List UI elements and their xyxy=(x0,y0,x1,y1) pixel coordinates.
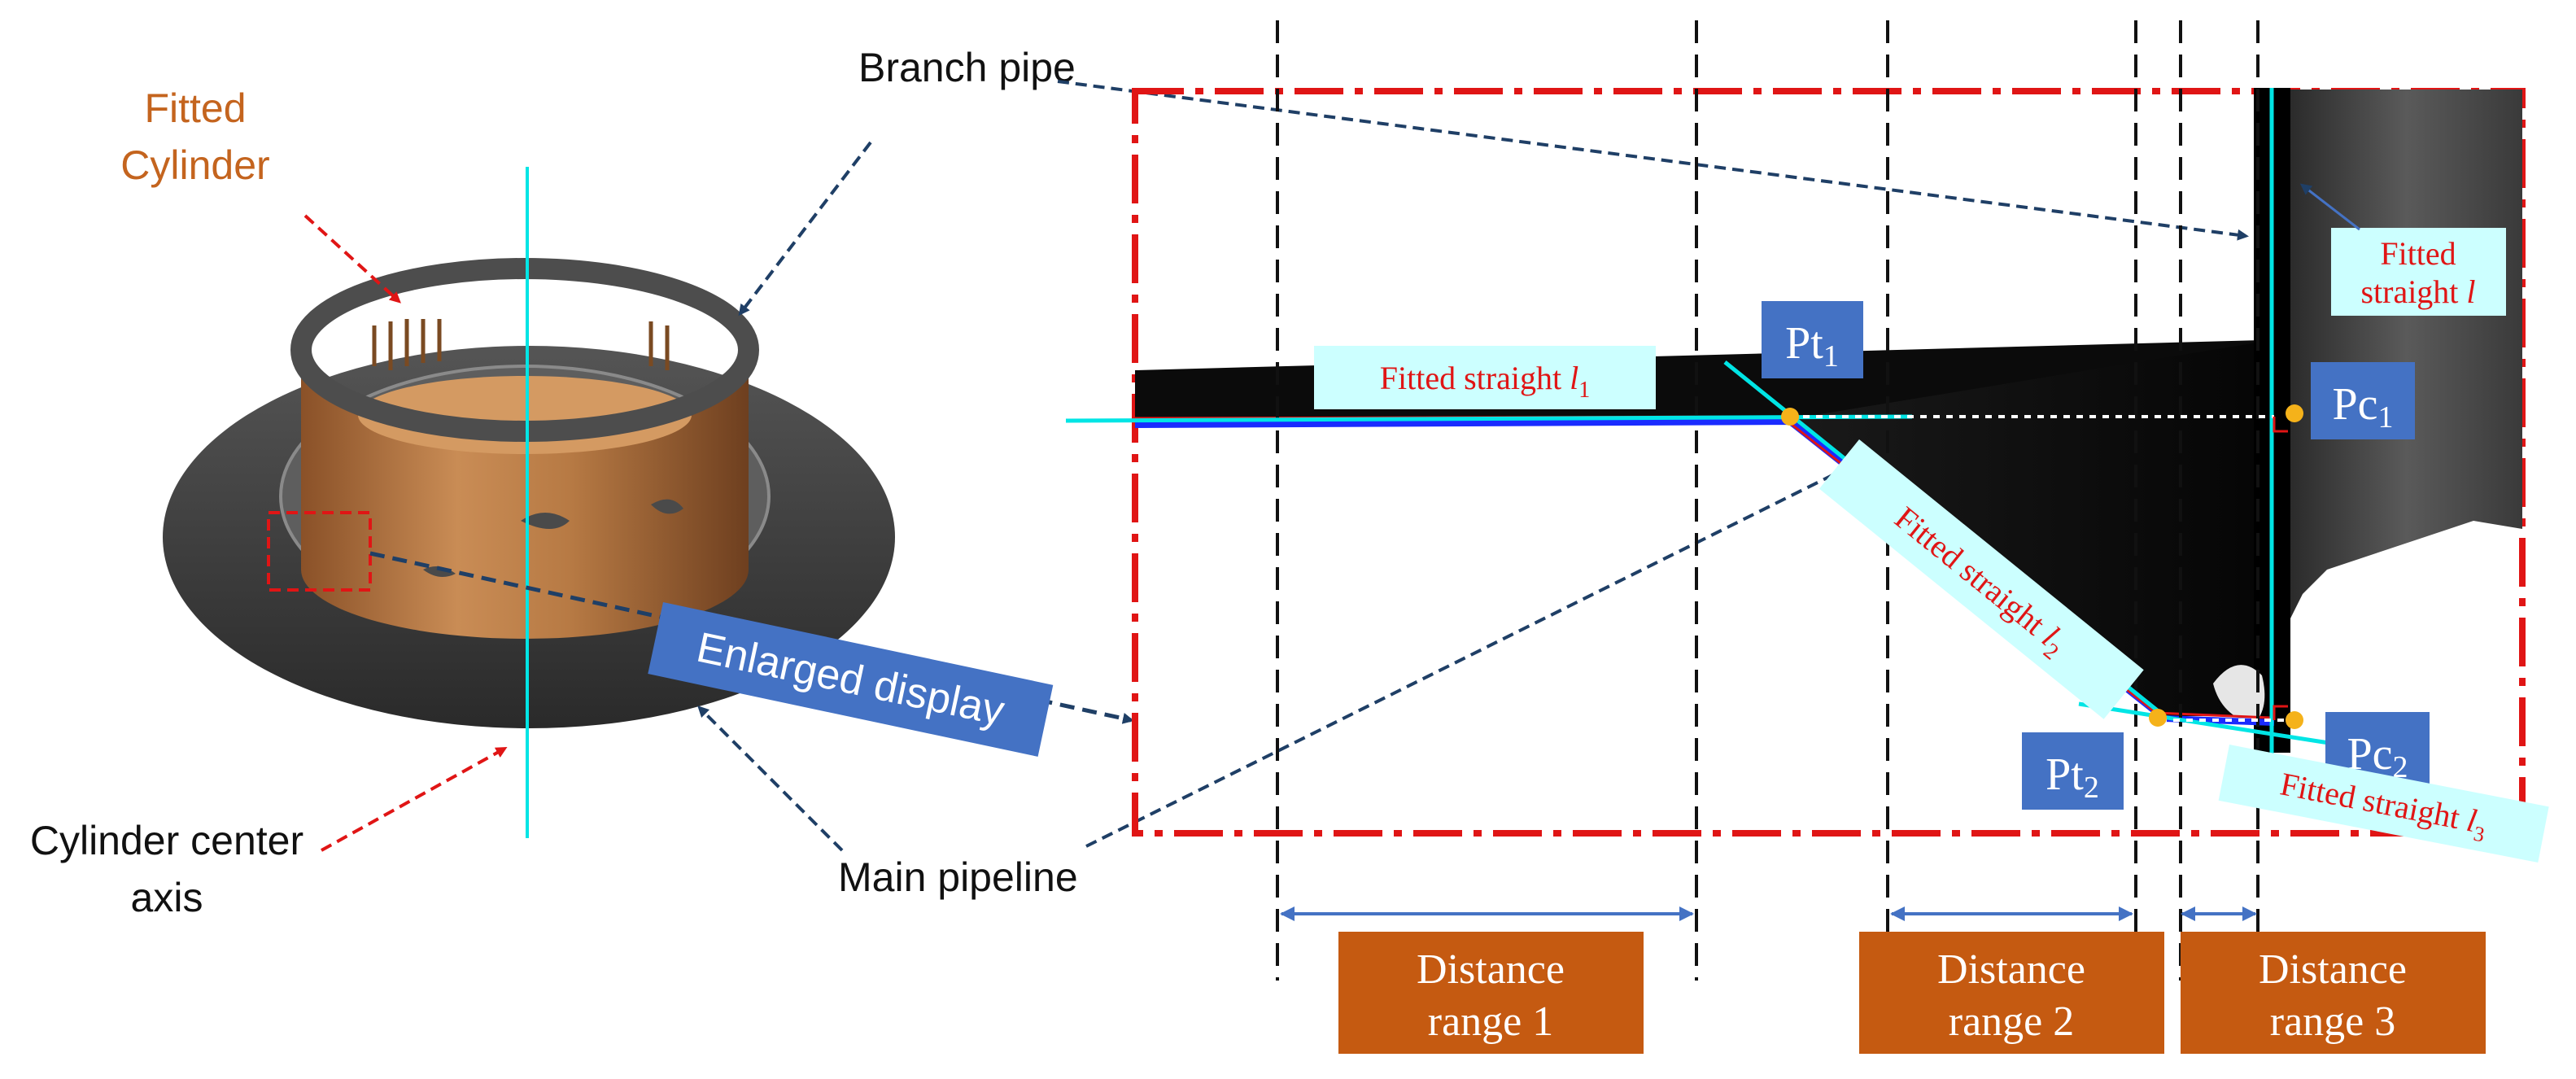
distance-range-3-box: Distance range 3 xyxy=(2181,932,2486,1054)
main-pipeline-label: Main pipeline xyxy=(838,854,1078,900)
svg-text:range 1: range 1 xyxy=(1428,998,1553,1045)
fitted-cylinder-label-2: Cylinder xyxy=(120,142,269,188)
pt1-label: Pt1 xyxy=(1762,301,1863,378)
main-pipeline-arrow-left xyxy=(697,706,844,852)
main-pipeline-arrow-right xyxy=(1085,466,1850,848)
right-angle-mark-pc2 xyxy=(2273,705,2288,720)
fitted-line-l-arrow xyxy=(2299,183,2360,231)
distance-range-1-box: Distance range 1 xyxy=(1338,932,1644,1054)
cylinder-patches xyxy=(423,499,683,577)
cylinder-axis-label-1: Cylinder center xyxy=(30,818,303,863)
fitted-cylinder-label-1: Fitted xyxy=(144,85,246,131)
point-pt1 xyxy=(1781,408,1799,426)
right-angle-mark-pc1 xyxy=(2273,417,2288,433)
weld-wedge xyxy=(1790,342,2274,716)
point-pt2 xyxy=(2149,709,2167,727)
weld-highlight xyxy=(2213,665,2265,724)
svg-text:range 2: range 2 xyxy=(1949,998,2074,1045)
svg-text:Enlarged display: Enlarged display xyxy=(692,624,1008,736)
cylinder-axis-label-2: axis xyxy=(131,875,203,920)
svg-text:Fitted straight l1: Fitted straight l1 xyxy=(1380,360,1590,403)
branch-pipe-arrow-right xyxy=(1057,80,2249,241)
distance-range-2-box: Distance range 2 xyxy=(1859,932,2164,1054)
svg-text:Distance: Distance xyxy=(1417,946,1565,993)
fitted-line-l-label: Fitted straight l xyxy=(2331,228,2506,316)
point-pc2 xyxy=(2286,711,2303,729)
svg-text:straight l: straight l xyxy=(2360,273,2475,310)
pc1-label: Pc1 xyxy=(2311,362,2415,439)
pt2-label: Pt2 xyxy=(2022,732,2124,810)
svg-text:Pc1: Pc1 xyxy=(2333,379,2394,435)
svg-text:Distance: Distance xyxy=(2259,946,2407,993)
cylinder-axis-arrow xyxy=(321,747,508,852)
fitted-line-l1 xyxy=(1065,414,1913,423)
pipe-model-3d xyxy=(163,167,895,838)
branch-pipe-rim xyxy=(290,258,759,442)
svg-text:Pt2: Pt2 xyxy=(2046,749,2099,805)
branch-pipe-wall xyxy=(2290,90,2522,618)
svg-text:Fitted: Fitted xyxy=(2380,235,2456,272)
branch-pipe-label: Branch pipe xyxy=(858,45,1076,90)
point-pc1 xyxy=(2286,404,2303,422)
branch-pipe-arrow-left xyxy=(738,141,872,317)
svg-text:range 3: range 3 xyxy=(2270,998,2395,1045)
fitted-line-l3-label: Fitted straight l3 xyxy=(2218,745,2549,863)
fitted-cylinder-arrow xyxy=(303,214,401,304)
fitted-line-l3 xyxy=(2078,701,2340,747)
fitted-line-l1-label: Fitted straight l1 xyxy=(1314,346,1656,409)
svg-text:Pt1: Pt1 xyxy=(1785,318,1839,374)
svg-text:Distance: Distance xyxy=(1937,946,2085,993)
cylinder-streaks xyxy=(372,319,670,370)
